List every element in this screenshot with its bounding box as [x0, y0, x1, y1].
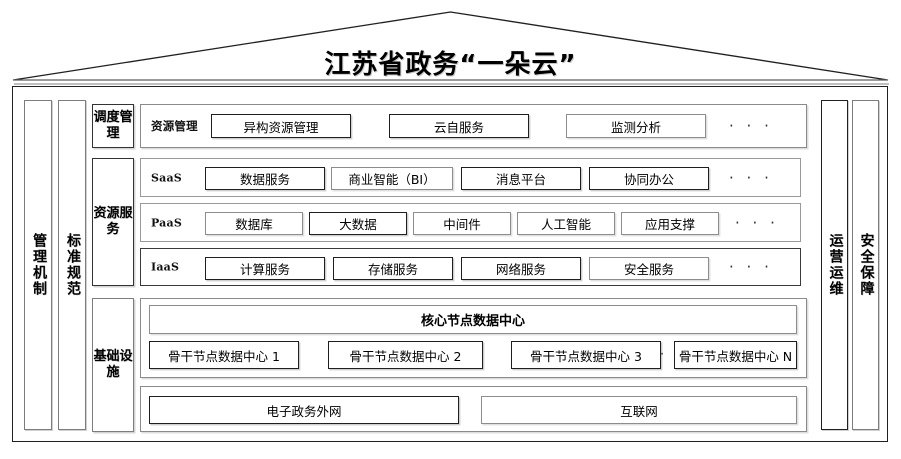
- chip-backbone-node-2[interactable]: 骨干节点数据中心 2: [328, 341, 483, 369]
- chip-database[interactable]: 数据库: [205, 212, 303, 235]
- chip-business-intelligence[interactable]: 商业智能（BI）: [331, 167, 453, 190]
- chip-cloud-self-service[interactable]: 云自服务: [389, 114, 529, 138]
- pillar-label-standards-norms: 标准规范: [64, 233, 81, 297]
- chip-backbone-node-3[interactable]: 骨干节点数据中心 3: [511, 341, 661, 369]
- layer-iaas: IaaS 计算服务 存储服务 网络服务 安全服务 · · ·: [140, 248, 801, 286]
- section-label-text-scheduling: 调度管理: [93, 110, 133, 141]
- ellipsis-backbone-nodes: · ·: [660, 347, 682, 363]
- pillar-management-mechanism: 管理机制: [24, 100, 52, 430]
- ellipsis-paas: · · ·: [735, 213, 779, 232]
- chip-big-data[interactable]: 大数据: [309, 212, 407, 235]
- chip-heterogeneous-resource-management[interactable]: 异构资源管理: [211, 114, 351, 138]
- chip-compute-service[interactable]: 计算服务: [205, 257, 325, 280]
- layer-paas: PaaS 数据库 大数据 中间件 人工智能 应用支撑 · · ·: [140, 203, 801, 242]
- section-label-scheduling: 调度管理: [92, 104, 134, 148]
- layer-tag-paas: PaaS: [151, 216, 182, 229]
- chip-storage-service[interactable]: 存储服务: [333, 257, 453, 280]
- pillar-operations-maintenance: 运营运维: [821, 100, 848, 430]
- chip-collaborative-office[interactable]: 协同办公: [589, 167, 709, 190]
- chip-network-service[interactable]: 网络服务: [461, 257, 581, 280]
- pillar-standards-norms: 标准规范: [58, 100, 86, 430]
- section-body-scheduling: 资源管理 异构资源管理 云自服务 监测分析 · · ·: [140, 104, 807, 148]
- row-tag-resource-management: 资源管理: [151, 119, 198, 133]
- page-title: 江苏省政务“一朵云”: [324, 50, 577, 80]
- pillar-label-security-assurance: 安全保障: [858, 233, 875, 297]
- layer-saas: SaaS 数据服务 商业智能（BI） 消息平台 协同办公 · · ·: [140, 158, 801, 197]
- ellipsis-scheduling: · · ·: [729, 117, 773, 135]
- ellipsis-saas: · · ·: [729, 168, 773, 187]
- pillar-label-management-mechanism: 管理机制: [30, 233, 47, 297]
- section-body-datacenters: 核心节点数据中心 骨干节点数据中心 1 骨干节点数据中心 2 骨干节点数据中心 …: [140, 298, 807, 378]
- pillar-label-operations-maintenance: 运营运维: [827, 233, 844, 297]
- chip-internet[interactable]: 互联网: [481, 396, 797, 424]
- section-label-infrastructure: 基础设施: [92, 298, 134, 432]
- section-body-networks: 电子政务外网 互联网: [140, 386, 807, 432]
- chip-security-service[interactable]: 安全服务: [589, 257, 709, 280]
- chip-monitoring-analysis[interactable]: 监测分析: [566, 114, 706, 138]
- chip-message-platform[interactable]: 消息平台: [461, 167, 581, 190]
- section-label-text-infrastructure: 基础设施: [93, 349, 133, 380]
- ellipsis-iaas: · · ·: [729, 258, 773, 276]
- section-label-text-resource-services: 资源服务: [93, 206, 133, 237]
- chip-application-support[interactable]: 应用支撑: [621, 212, 719, 235]
- chip-data-service[interactable]: 数据服务: [205, 167, 325, 190]
- chip-backbone-node-n[interactable]: 骨干节点数据中心 N: [674, 341, 797, 369]
- chip-egov-extranet[interactable]: 电子政务外网: [149, 396, 459, 424]
- chip-backbone-node-1[interactable]: 骨干节点数据中心 1: [149, 341, 299, 369]
- section-body-resource-services: SaaS 数据服务 商业智能（BI） 消息平台 协同办公 · · · PaaS …: [140, 158, 807, 286]
- layer-tag-iaas: IaaS: [151, 260, 180, 274]
- section-label-resource-services: 资源服务: [92, 158, 134, 286]
- layer-tag-saas: SaaS: [151, 171, 182, 184]
- chip-core-node-datacenter[interactable]: 核心节点数据中心: [149, 305, 797, 334]
- chip-middleware[interactable]: 中间件: [413, 212, 511, 235]
- chip-artificial-intelligence[interactable]: 人工智能: [517, 212, 615, 235]
- pillar-security-assurance: 安全保障: [852, 100, 879, 430]
